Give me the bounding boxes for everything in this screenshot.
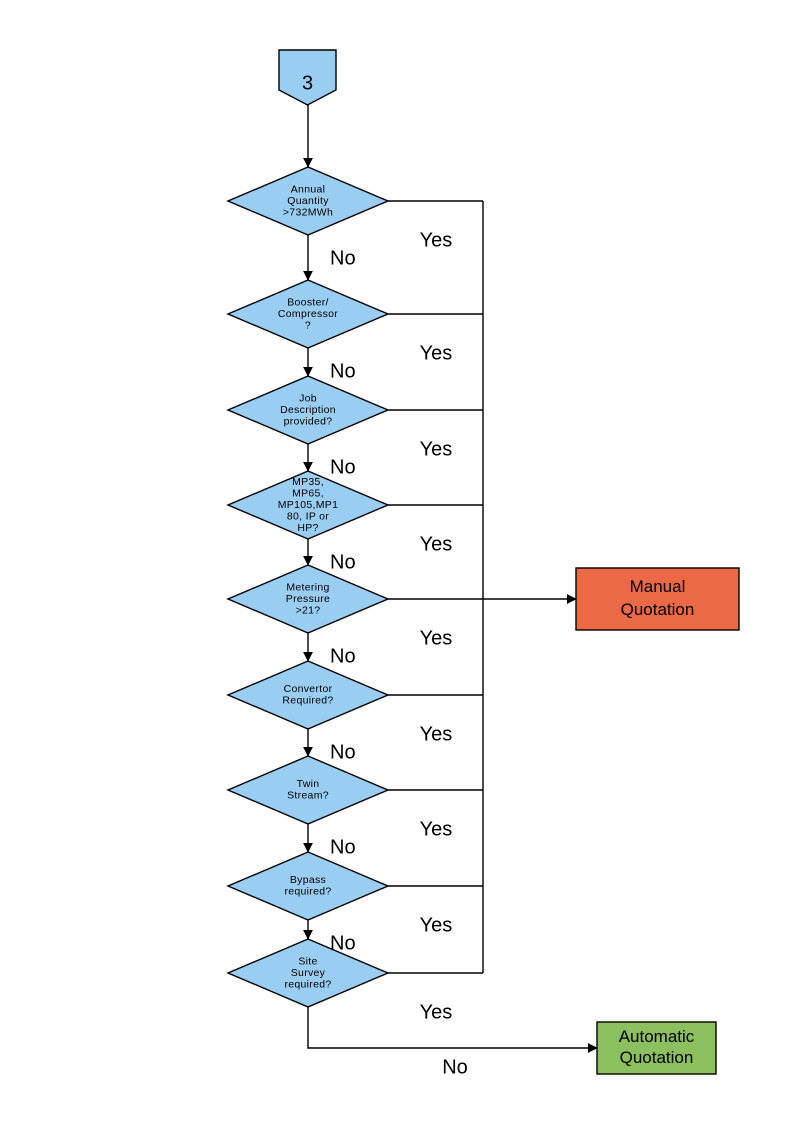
- edge-label-convertor-no: No: [330, 741, 356, 763]
- decision-metering-pressure-text-line: Pressure: [286, 593, 330, 605]
- decision-booster-compressor-text-line: ?: [305, 319, 311, 331]
- edge-label-pressure-tier-no: No: [330, 551, 356, 573]
- decision-site-survey-text-line: Survey: [291, 967, 326, 979]
- decision-bypass[interactable]: [226, 851, 390, 921]
- edge-label-site-survey-yes: Yes: [420, 1001, 453, 1023]
- terminal-manual-quotation-text-line: Quotation: [621, 600, 695, 619]
- decision-bypass-text-line: required?: [284, 886, 331, 898]
- edge-label-job-description-no: No: [330, 456, 356, 478]
- decision-twin-stream[interactable]: [226, 755, 390, 825]
- edge-label-job-description-yes: Yes: [420, 438, 453, 460]
- edge-label-annual-quantity-no: No: [330, 247, 356, 269]
- decision-pressure-tier-text-line: MP65,: [292, 487, 324, 499]
- decision-convertor-text-line: Required?: [282, 695, 333, 707]
- edge-label-booster-compressor-yes: Yes: [420, 342, 453, 364]
- decision-metering-pressure-text-line: >21?: [296, 604, 321, 616]
- decision-pressure-tier-text-line: 80, IP or: [287, 510, 329, 522]
- edge-site-survey-no-to-automatic: [307, 1007, 598, 1053]
- nodes-layer: 3AnnualQuantity>732MWhBooster/Compressor…: [226, 49, 740, 1075]
- terminal-automatic-quotation-text-line: Quotation: [620, 1048, 694, 1067]
- decision-pressure-tier[interactable]: [226, 470, 390, 540]
- decision-site-survey-text-line: required?: [284, 978, 331, 990]
- decision-site-survey[interactable]: [226, 938, 390, 1008]
- edge-label-bypass-yes: Yes: [420, 914, 453, 936]
- decision-convertor[interactable]: [226, 660, 390, 730]
- edge-label-final-no: No: [442, 1056, 468, 1078]
- edge-label-bypass-no: No: [330, 932, 356, 954]
- decision-annual-quantity-text-line: Quantity: [287, 195, 329, 207]
- decision-job-description-text-line: Description: [280, 404, 336, 416]
- decision-booster-compressor[interactable]: [226, 279, 390, 349]
- decision-pressure-tier-text-line: MP35,: [292, 476, 324, 488]
- edge-label-twin-stream-no: No: [330, 836, 356, 858]
- decision-booster-compressor-text: Booster/Compressor?: [278, 296, 338, 331]
- start-connector-3[interactable]: [278, 49, 337, 106]
- terminal-manual-quotation[interactable]: [575, 567, 740, 631]
- edge-label-booster-compressor-no: No: [330, 360, 356, 382]
- decision-site-survey-text-line: Site: [298, 955, 317, 967]
- decision-pressure-tier-text-line: MP105,MP1: [278, 499, 338, 511]
- start-connector-label: 3: [302, 72, 313, 94]
- decision-convertor-text-line: Convertor: [284, 683, 333, 695]
- terminal-manual-quotation-text-line: Manual: [630, 577, 686, 596]
- edge-label-pressure-tier-yes: Yes: [420, 533, 453, 555]
- edge-label-metering-pressure-no: No: [330, 645, 356, 667]
- decision-metering-pressure[interactable]: [226, 564, 390, 634]
- decision-booster-compressor-text-line: Compressor: [278, 308, 338, 320]
- decision-bypass-text-line: Bypass: [290, 874, 326, 886]
- decision-job-description[interactable]: [226, 375, 390, 445]
- decision-booster-compressor-text-line: Booster/: [287, 296, 329, 308]
- terminal-automatic-quotation-text-line: Automatic: [619, 1027, 695, 1046]
- decision-pressure-tier-text-line: HP?: [297, 522, 318, 534]
- decision-twin-stream-text-line: Stream?: [287, 790, 329, 802]
- decision-annual-quantity[interactable]: [226, 166, 390, 236]
- edge-label-convertor-yes: Yes: [420, 723, 453, 745]
- edge-label-metering-pressure-yes: Yes: [420, 627, 453, 649]
- edges-layer: [303, 105, 598, 1053]
- terminal-automatic-quotation[interactable]: [596, 1021, 717, 1075]
- decision-annual-quantity-text-line: >732MWh: [283, 206, 333, 218]
- edge-label-twin-stream-yes: Yes: [420, 818, 453, 840]
- decision-metering-pressure-text-line: Metering: [286, 581, 329, 593]
- decision-annual-quantity-text-line: Annual: [291, 183, 326, 195]
- decision-job-description-text-line: Job: [299, 392, 317, 404]
- labels-layer: YesNoYesNoYesNoYesNoYesNoYesNoYesNoYesNo…: [330, 229, 468, 1078]
- decision-twin-stream-text-line: Twin: [297, 778, 320, 790]
- edge-label-annual-quantity-yes: Yes: [420, 229, 453, 251]
- decision-job-description-text-line: provided?: [284, 415, 333, 427]
